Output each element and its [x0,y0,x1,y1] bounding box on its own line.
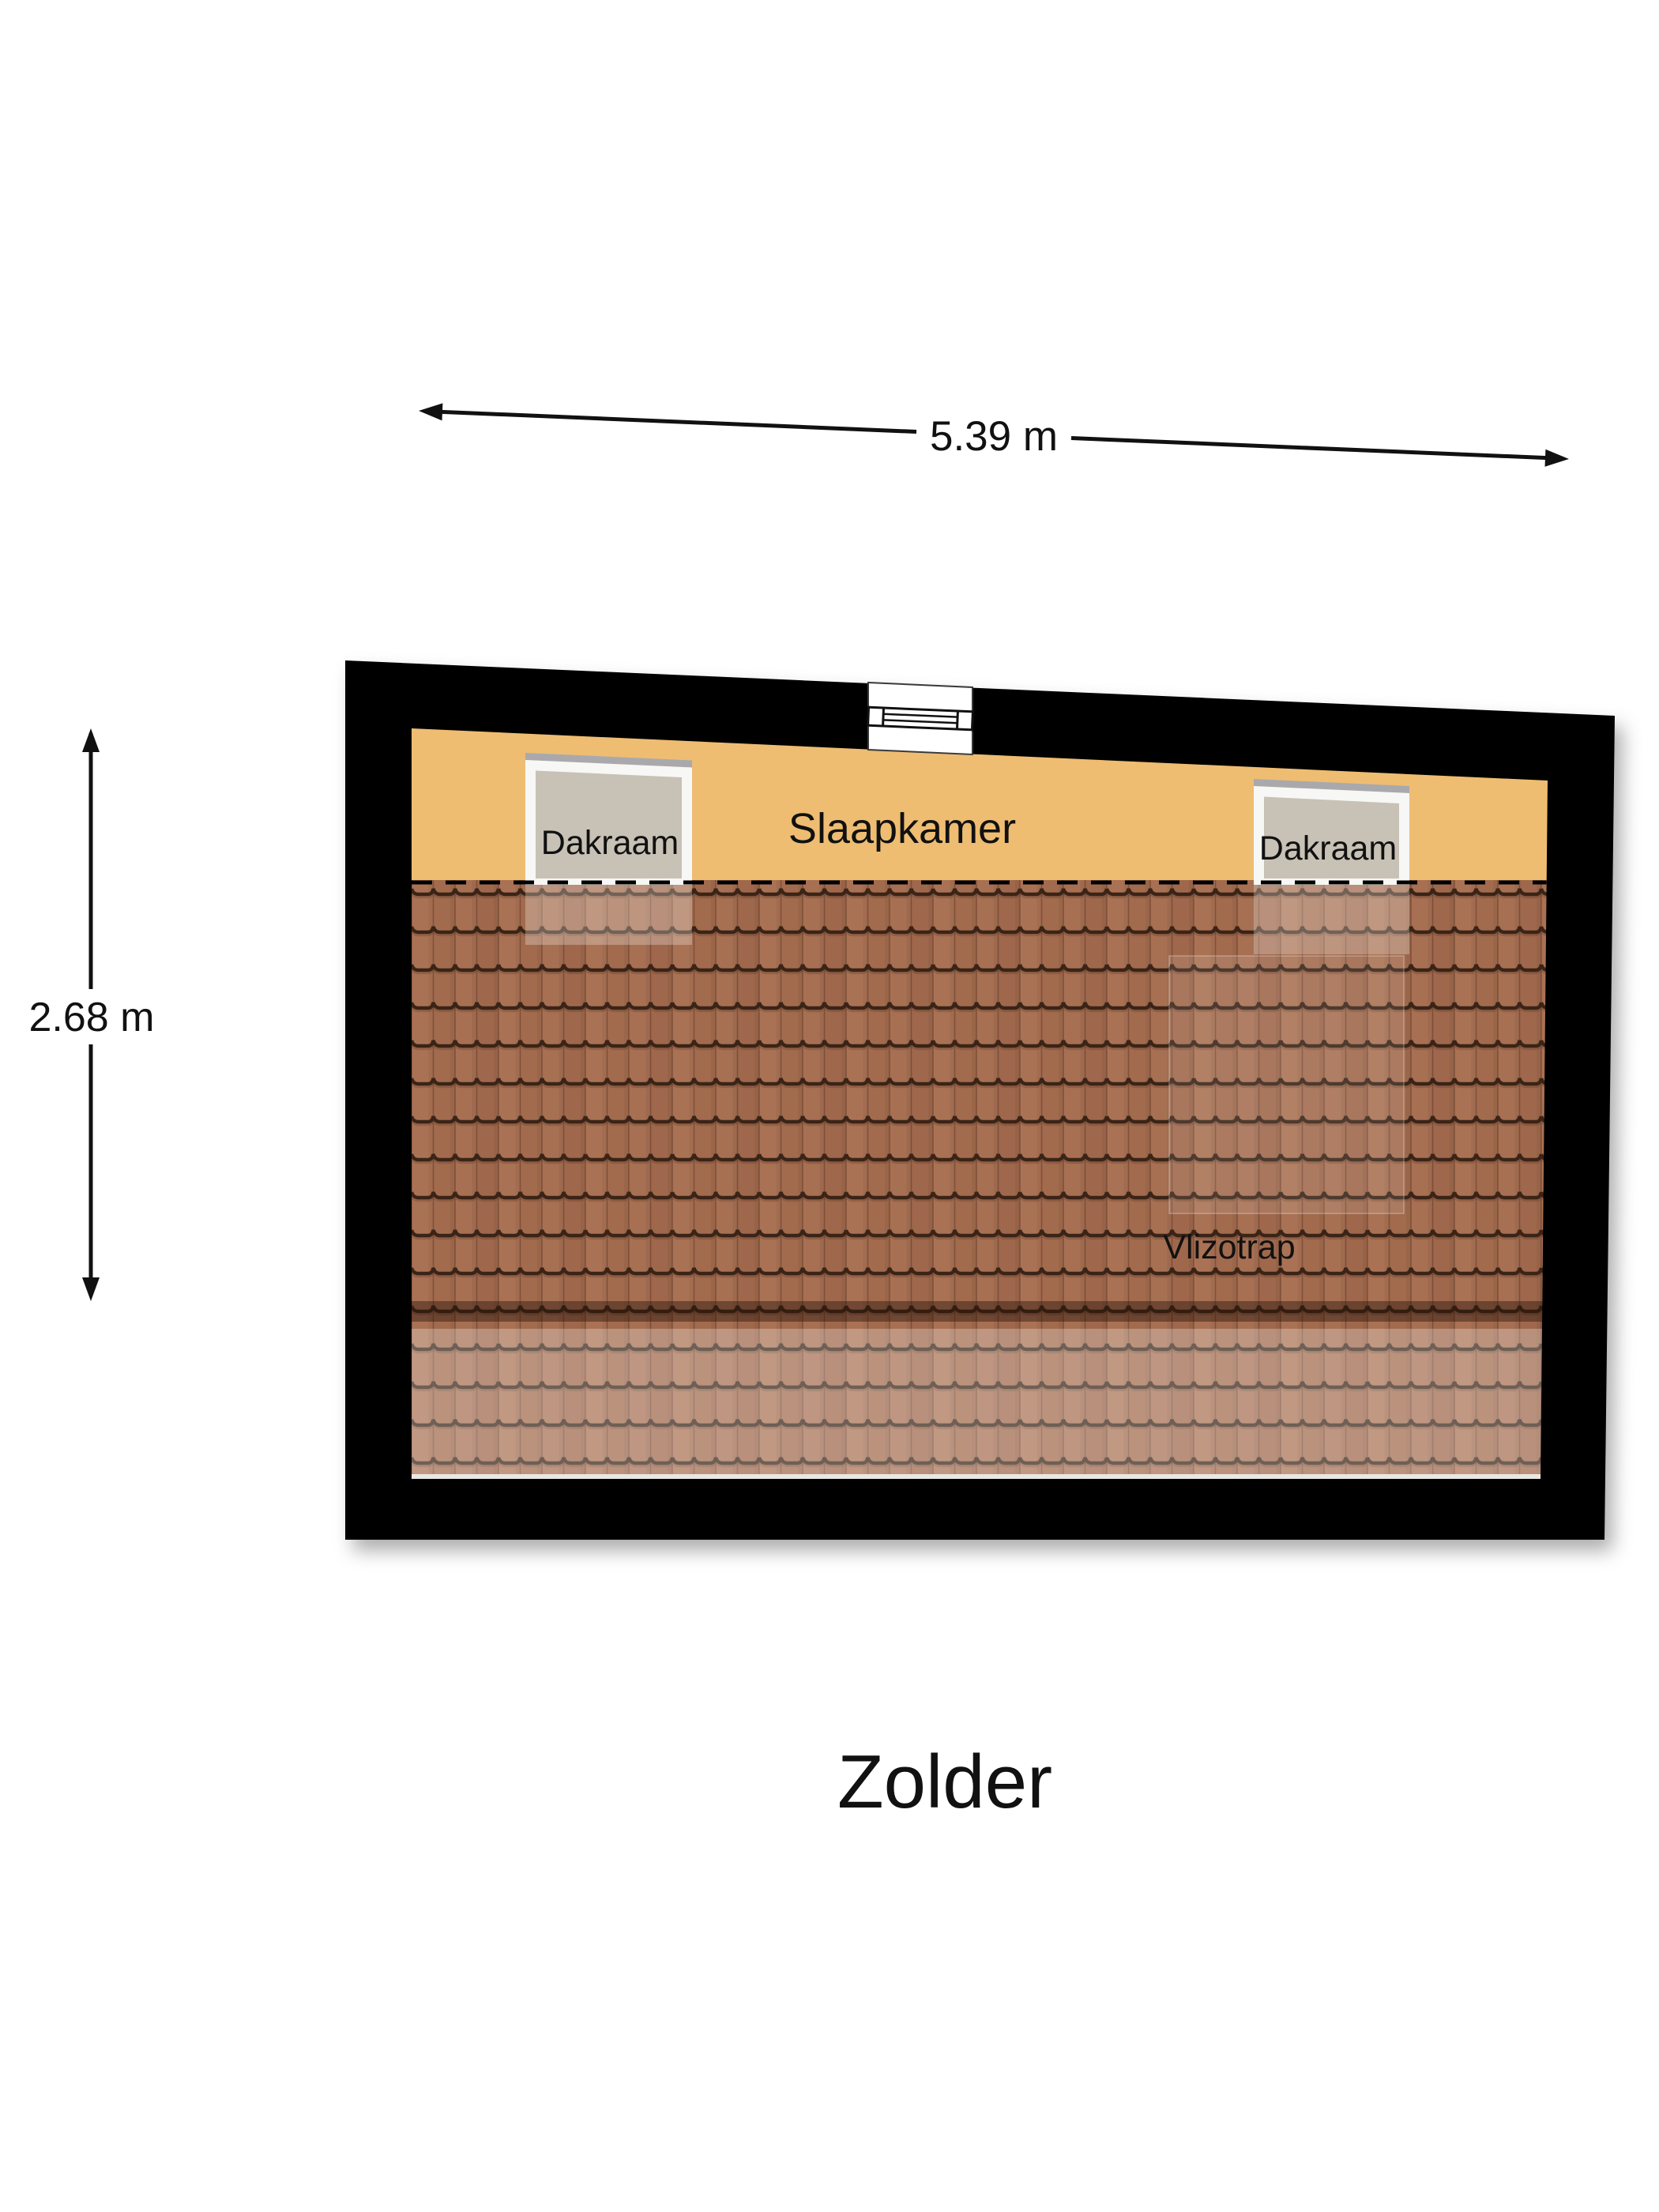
arrow-up-icon [82,728,100,752]
dormer-vent [867,681,974,756]
roof-window-left-top-bar [525,753,692,768]
roof-window-right-overlay [1254,885,1409,954]
dormer-vent-symbol [867,705,974,732]
arrow-down-icon [82,1277,100,1301]
roof-ridge [412,1301,1548,1322]
roof-window-left: Dakraam [525,753,692,885]
roof-window-right-glass [1264,796,1399,878]
dimension-height-label: 2.68 m [29,995,155,1040]
dimension-width-line [424,409,1564,461]
arrow-right-icon [1544,449,1569,467]
roof-eaves-line [412,1474,1548,1479]
page-title: Zolder [837,1740,1052,1824]
roof-lower-face [412,1329,1548,1474]
roof-window-left-glass [536,770,682,878]
roof-tiles [412,880,1548,1479]
loft-ladder-label: Vlizotrap [1163,1228,1295,1266]
arrow-left-icon [419,403,443,421]
dimension-width: 5.39 m [419,403,1569,467]
roof-window-right-top-bar [1254,779,1409,793]
roof-window-right: Dakraam [1254,779,1409,885]
dimension-width-label: 5.39 m [930,413,1058,460]
floorplan: Dakraam Dakraam Vlizotrap Slaapkamer [345,660,1615,1540]
loft-ladder: Vlizotrap [1163,955,1405,1266]
dimension-height: 2.68 m [29,728,155,1301]
loft-ladder-outline [1168,955,1405,1214]
roof-window-right-label: Dakraam [1259,830,1397,867]
room-label: Slaapkamer [788,805,1016,852]
roof-window-left-label: Dakraam [541,824,679,862]
roof-window-left-overlay [525,885,692,945]
